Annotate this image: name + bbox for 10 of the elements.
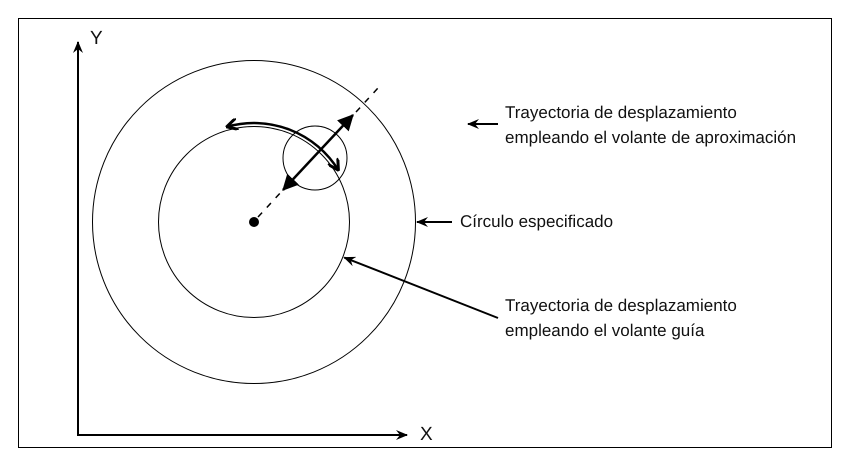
- circle-outline: [158, 126, 350, 318]
- circle-outline: [92, 60, 416, 384]
- leader-line: [343, 256, 498, 319]
- leader-line: [416, 217, 452, 227]
- axis-label: X: [420, 424, 433, 446]
- leader-line: [467, 119, 498, 129]
- callout-text: Trayectoria de desplazamiento empleando el volante de aproximación: [505, 102, 798, 149]
- callout-text: Trayectoria de desplazamiento empleando el volante guía: [505, 295, 738, 342]
- callout-text: Círculo especificado: [460, 211, 614, 233]
- axis-label: Y: [90, 28, 103, 50]
